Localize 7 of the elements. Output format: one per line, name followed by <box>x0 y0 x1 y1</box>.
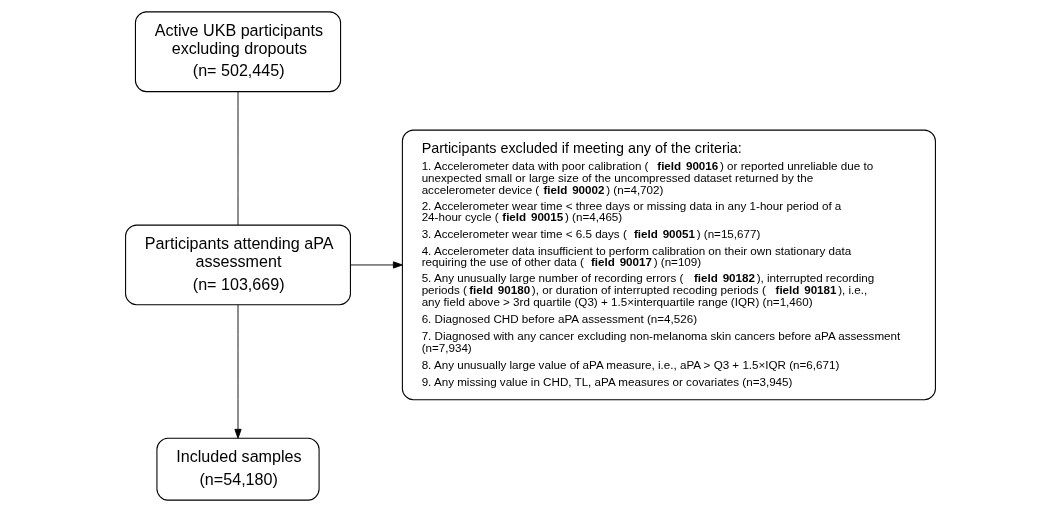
node-box: Active UKB participants excluding dropouts (n= 502,445) <box>134 11 341 93</box>
node-box: Participants excluded if meeting any of the criteria: 1. Accelerometer data with poor calibration (field 90016) or reported unreliable due to unexpected small or large size of the uncompressed dataset returned by the accelerometer device (field 90002) (n=4,702) 2. Accelerometer wear time < three days or missing data in any 1-hour period of a 24-hour cycle (field 90015) (n=4,465) 3. Accelerometer wear time < 6.5 days (field 90051) (n=15,677) 4. Accelerometer data insufficient to perform calibration on their own stationary data requiring the use of other data (field 90017) (n=109) 5. Any unusually large number of recording errors (field 90182), interrupted recording periods (field 90180), or duration of interrupted recoding periods (field 90181), i.e., any field above > 3rd quartile (Q3) + 1.5×interquartile range (IQR) (n=1,460) 6. Diagnosed CHD before aPA assessment (n=4,526) 7. Diagnosed with any cancer excluding non-melanoma skin cancers before aPA assessment (n=7,934) 8. Any unusually large value of aPA measure, i.e., aPA > Q3 + 1.5×IQR (n=6,671) 9. Any missing value in CHD, TL, aPA measures or covariates (n=3,945) <box>401 129 936 401</box>
arrow <box>349 261 403 269</box>
node-box: Included samples (n=54,180) <box>155 437 320 501</box>
node-box: Participants attending aPA assessment (n= 103,669) <box>124 224 351 306</box>
connector <box>237 91 238 226</box>
arrow <box>233 304 242 439</box>
